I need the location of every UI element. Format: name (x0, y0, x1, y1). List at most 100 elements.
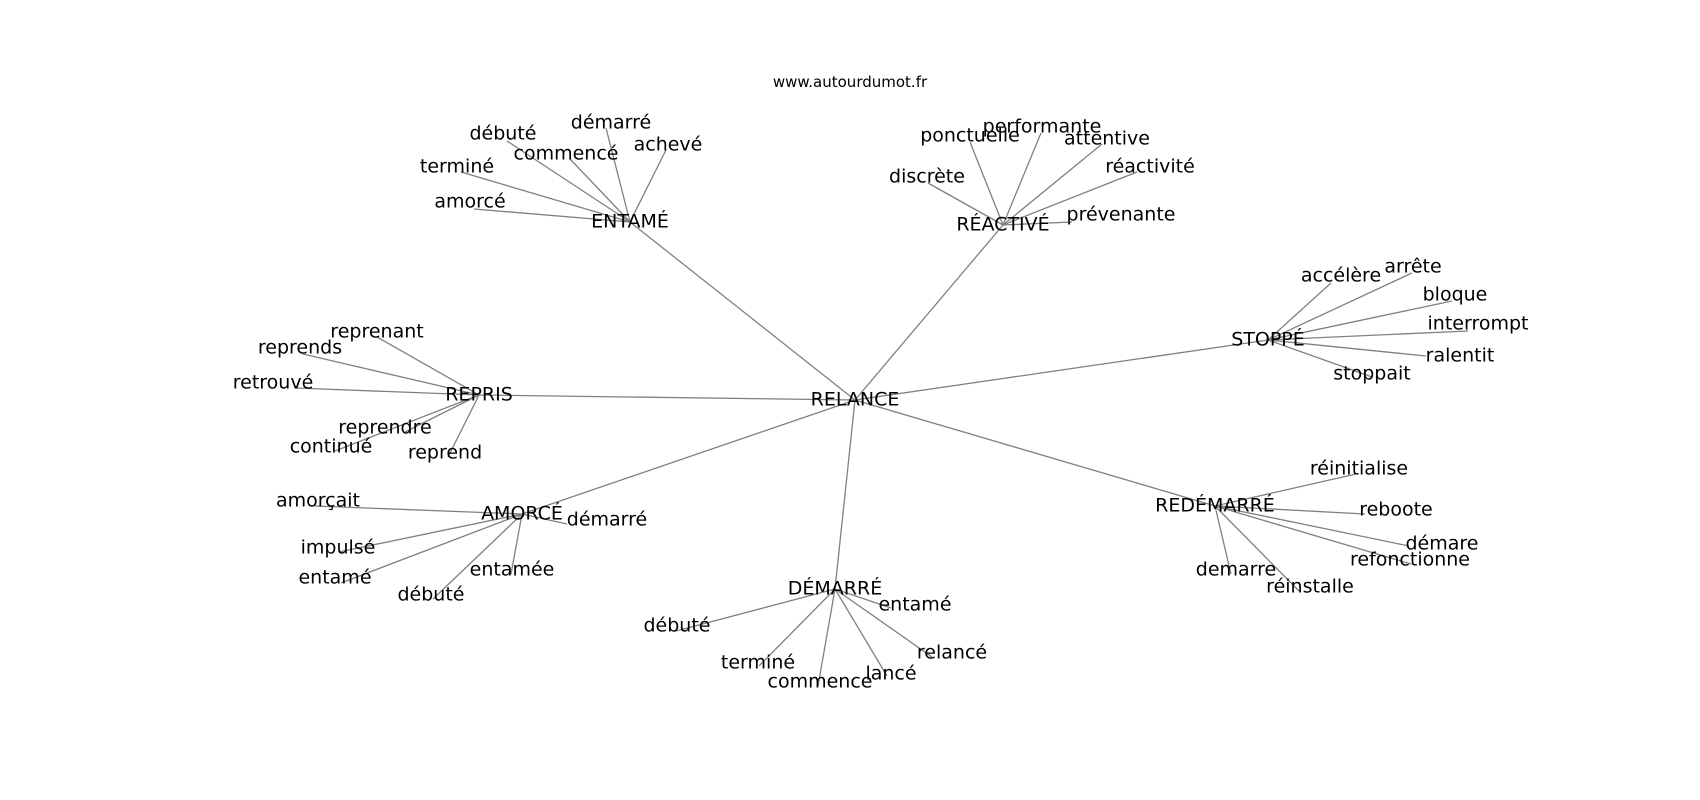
edge-leaf-5-2 (834, 588, 892, 609)
edge-center-1 (629, 221, 856, 401)
edge-leaf-7-1 (376, 336, 480, 396)
leaf-word-7-6[interactable]: reprend (408, 442, 482, 464)
edge-leaf-6-4 (510, 513, 523, 575)
center-word[interactable]: RELANCE (811, 389, 900, 411)
edge-leaf-2-3 (1002, 143, 1103, 226)
leaf-word-1-1[interactable]: démarré (571, 112, 651, 134)
edge-center-6 (521, 399, 856, 515)
leaf-word-2-1[interactable]: ponctuelle (920, 125, 1020, 147)
leaf-word-1-3[interactable]: commencé (514, 143, 619, 165)
leaf-word-5-4[interactable]: terminé (721, 652, 795, 674)
edge-center-3 (854, 339, 1269, 401)
leaf-word-3-3[interactable]: bloque (1423, 284, 1488, 306)
leaf-word-7-3[interactable]: retrouvé (233, 372, 314, 394)
leaf-word-6-3[interactable]: impulsé (301, 537, 376, 559)
hub-word-1[interactable]: ENTAMÉ (591, 210, 669, 233)
edge-leaf-1-4 (629, 149, 667, 223)
edge-center-4 (854, 399, 1216, 507)
edge-leaf-7-6 (447, 394, 480, 458)
leaf-word-4-6[interactable]: demarre (1196, 559, 1276, 581)
edge-leaf-7-2 (302, 353, 480, 396)
hub-word-6[interactable]: AMORCÉ (481, 502, 563, 525)
edge-leaf-2-5 (927, 182, 1004, 226)
leaf-word-6-2[interactable]: démarré (567, 509, 647, 531)
leaf-word-2-4[interactable]: réactivité (1105, 156, 1195, 178)
leaf-word-2-3[interactable]: attentive (1064, 128, 1150, 150)
leaf-word-4-3[interactable]: démare (1406, 533, 1479, 555)
edge-leaf-4-5 (1214, 505, 1300, 592)
edge-leaf-1-6 (473, 208, 631, 223)
leaf-word-7-2[interactable]: reprends (258, 337, 342, 359)
edge-leaf-1-2 (506, 140, 631, 223)
edge-leaf-3-3 (1267, 300, 1453, 341)
leaf-word-4-5[interactable]: réinstalle (1266, 576, 1354, 598)
edge-leaf-7-3 (295, 387, 480, 396)
edge-leaf-5-4 (758, 588, 836, 667)
leaf-word-7-5[interactable]: continué (290, 436, 373, 458)
edge-leaf-2-2 (1002, 132, 1042, 226)
edge-leaf-2-6 (1002, 221, 1073, 226)
edge-leaf-4-1 (1214, 473, 1357, 507)
edge-center-7 (478, 394, 856, 401)
edge-leaf-6-1 (314, 505, 523, 515)
leaf-word-6-4[interactable]: entamée (470, 559, 555, 581)
edge-leaf-5-3 (834, 588, 933, 658)
edge-leaf-7-4 (404, 394, 480, 433)
edge-leaf-2-1 (969, 141, 1004, 226)
leaf-word-7-1[interactable]: reprenant (330, 321, 423, 343)
hub-word-2[interactable]: RÉACTIVÉ (956, 213, 1049, 236)
edge-leaf-2-4 (1002, 171, 1138, 226)
leaf-word-2-6[interactable]: prévenante (1067, 204, 1176, 226)
leaf-word-5-3[interactable]: relancé (917, 642, 987, 664)
hub-word-7[interactable]: REPRIS (445, 384, 513, 406)
leaf-word-3-1[interactable]: accélère (1301, 265, 1381, 287)
leaf-word-5-5[interactable]: commence (768, 671, 873, 693)
hub-word-4[interactable]: REDÉMARRÉ (1155, 494, 1275, 517)
edge-leaf-5-5 (817, 588, 836, 687)
edge-leaf-6-5 (340, 513, 523, 584)
leaf-word-3-2[interactable]: arrête (1384, 256, 1441, 278)
leaf-word-1-2[interactable]: débuté (470, 123, 537, 145)
edge-leaf-4-6 (1214, 505, 1232, 575)
leaf-word-3-5[interactable]: ralentit (1426, 345, 1495, 367)
edge-leaf-3-2 (1267, 272, 1413, 341)
hub-word-3[interactable]: STOPPÉ (1231, 328, 1305, 351)
leaf-word-1-5[interactable]: terminé (420, 156, 494, 178)
hub-word-5[interactable]: DÉMARRÉ (788, 577, 882, 600)
site-watermark: www.autourdumot.fr (772, 73, 928, 91)
edge-leaf-6-3 (338, 513, 523, 553)
leaf-word-5-2[interactable]: entamé (878, 594, 951, 616)
leaf-word-1-6[interactable]: amorcé (434, 191, 505, 213)
leaf-word-5-1[interactable]: débuté (644, 615, 711, 637)
edges (295, 127, 1469, 687)
leaf-word-6-5[interactable]: entamé (298, 567, 371, 589)
leaf-word-3-6[interactable]: stoppait (1333, 363, 1410, 385)
leaf-word-4-1[interactable]: réinitialise (1310, 458, 1408, 480)
leaf-word-1-4[interactable]: achevé (634, 134, 703, 156)
edge-leaf-3-1 (1267, 282, 1332, 341)
leaf-word-7-4[interactable]: reprendre (338, 417, 431, 439)
leaf-word-6-1[interactable]: amorçait (276, 490, 360, 512)
edge-leaf-4-2 (1214, 505, 1366, 515)
leaf-word-6-6[interactable]: débuté (398, 584, 465, 606)
leaf-word-4-2[interactable]: reboote (1359, 499, 1433, 521)
edge-leaf-3-4 (1267, 330, 1469, 341)
edge-leaf-6-6 (432, 513, 523, 600)
edge-center-2 (854, 224, 1004, 401)
edge-leaf-4-4 (1214, 505, 1412, 565)
edge-leaf-4-3 (1214, 505, 1410, 547)
edge-leaf-6-2 (521, 513, 568, 525)
edge-leaf-7-5 (334, 394, 480, 452)
edge-leaf-1-5 (460, 171, 631, 223)
leaf-word-3-4[interactable]: interrompt (1428, 313, 1529, 335)
leaf-word-2-2[interactable]: performante (983, 116, 1102, 138)
edge-leaf-3-5 (1267, 339, 1427, 357)
edge-leaf-1-1 (605, 127, 631, 223)
leaf-word-4-4[interactable]: refonctionne (1350, 549, 1470, 571)
leaf-word-2-5[interactable]: discrète (889, 166, 965, 188)
edge-leaf-5-6 (834, 588, 888, 677)
leaf-word-5-6[interactable]: lancé (865, 663, 916, 685)
